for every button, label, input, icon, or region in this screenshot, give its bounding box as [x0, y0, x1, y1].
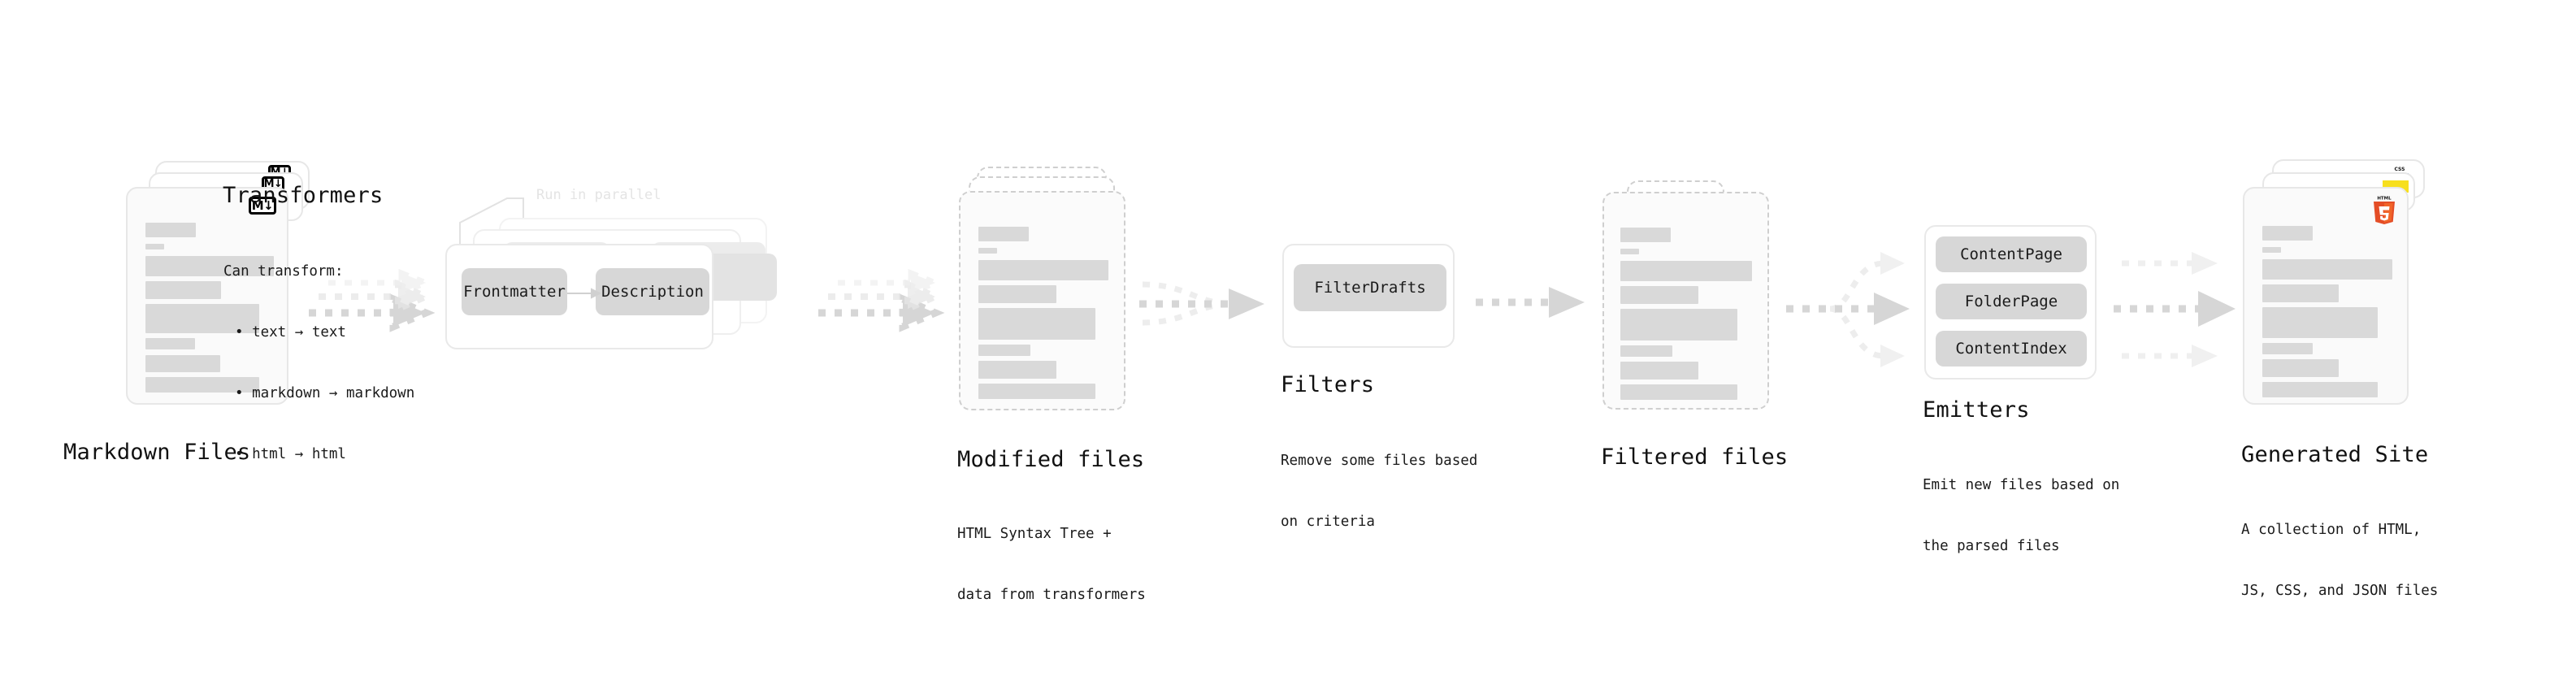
doc-bar — [978, 361, 1056, 379]
emitter-chip-folderpage-label: FolderPage — [1964, 293, 2058, 310]
doc-bar — [978, 308, 1095, 340]
stage-title-filters: Filters — [1281, 372, 1375, 397]
doc-bar — [2262, 343, 2313, 354]
doc-bar — [1620, 286, 1698, 304]
parallel-annotation-label: Run in parallel — [536, 187, 661, 203]
transform-rule-2: • html → html — [235, 446, 346, 462]
doc-bar — [978, 384, 1095, 399]
doc-bar — [2262, 247, 2281, 253]
filters-subtitle-line-1: on criteria — [1281, 514, 1375, 530]
arrow-filters-to-filtered — [1476, 287, 1585, 318]
emitter-chip-contentindex[interactable]: ContentIndex — [1936, 331, 2087, 367]
doc-bar — [978, 345, 1030, 356]
stage-title-modified-files: Modified files — [957, 447, 1145, 472]
stage-subtitle-transformers: Can transform: • text → text • markdown … — [223, 221, 414, 505]
doc-bar — [978, 285, 1056, 303]
stage-title-transformers: Transformers — [223, 183, 384, 208]
stage-subtitle-filters: Remove some files based on criteria — [1281, 410, 1477, 573]
stage-markdown-files: M↓ M↓ M↓ Markdown Files — [63, 161, 313, 465]
filter-chip-filterdrafts-label: FilterDrafts — [1314, 279, 1426, 297]
doc-bar — [978, 260, 1108, 280]
arrow-filtered-to-emitters — [1786, 252, 1910, 367]
emitters-subtitle-line-0: Emit new files based on — [1923, 477, 2120, 493]
doc-bar — [2262, 259, 2392, 280]
parallel-callout-bracket — [459, 197, 524, 247]
doc-bar — [1620, 362, 1698, 380]
doc-bar — [2262, 307, 2378, 338]
doc-bar — [978, 227, 1029, 241]
html5-badge-icon: HTML — [2374, 197, 2395, 224]
transformer-chip-description[interactable]: Description — [596, 268, 709, 315]
stage-title-markdown-files: Markdown Files — [63, 440, 251, 465]
doc-bar — [1620, 309, 1737, 340]
stage-title-generated-site: Generated Site — [2241, 442, 2429, 467]
doc-bar — [1620, 261, 1752, 281]
arrow-markdown-to-transformers — [309, 268, 436, 332]
arrow-transformers-to-modified — [818, 268, 945, 332]
filtered-file-front — [1602, 192, 1769, 410]
modified-file-stack — [959, 167, 1146, 443]
generated-file-front: HTML — [2243, 187, 2409, 405]
stage-subtitle-generated-site: A collection of HTML, JS, CSS, and JSON … — [2241, 479, 2438, 642]
transformer-chip-frontmatter-label: Frontmatter — [463, 283, 566, 301]
filter-chip-filterdrafts[interactable]: FilterDrafts — [1294, 264, 1446, 311]
transformer-chip-description-label: Description — [601, 283, 704, 301]
doc-bar — [2262, 359, 2339, 377]
modified-file-front — [959, 191, 1125, 410]
transformer-chip-frontmatter[interactable]: Frontmatter — [462, 268, 567, 315]
emitters-subtitle-line-1: the parsed files — [1923, 538, 2060, 554]
stage-subtitle-emitters: Emit new files based on the parsed files — [1923, 435, 2119, 597]
emitter-chip-contentindex-label: ContentIndex — [1955, 340, 2067, 358]
doc-bar — [145, 281, 221, 299]
transform-rule-1: • markdown → markdown — [235, 385, 415, 401]
generated-subtitle-line-1: JS, CSS, and JSON files — [2241, 583, 2439, 599]
doc-bar — [145, 223, 196, 237]
markdown-file-front: M↓ — [126, 187, 288, 405]
generated-file-stack: CSS HTML — [2243, 159, 2430, 436]
markdown-badge-icon: M↓ — [249, 197, 276, 215]
doc-bar — [978, 248, 997, 254]
doc-bar — [145, 244, 164, 249]
doc-bar — [145, 355, 220, 372]
transformer-inner-arrow — [567, 288, 602, 299]
filters-subtitle-line-0: Remove some files based — [1281, 453, 1478, 469]
arrow-modified-to-filters — [1139, 281, 1264, 326]
emitter-chip-folderpage[interactable]: FolderPage — [1936, 284, 2087, 319]
transform-rule-0: • text → text — [235, 324, 346, 340]
css-badge-label: CSS — [2394, 167, 2405, 172]
modified-subtitle-line-1: data from transformers — [957, 587, 1146, 603]
doc-bar — [145, 377, 259, 393]
stage-generated-site: CSS HTML Gen — [2241, 159, 2438, 599]
markdown-file-stack: M↓ M↓ M↓ — [126, 161, 313, 437]
doc-bar — [145, 256, 274, 276]
doc-bar — [1620, 228, 1671, 242]
doc-bar — [1620, 384, 1737, 400]
doc-bar — [2262, 382, 2378, 397]
filtered-file-stack — [1602, 180, 1789, 457]
doc-bar — [1620, 249, 1639, 254]
stage-modified-files: Modified files HTML Syntax Tree + data f… — [957, 167, 1146, 603]
emitter-chip-contentpage-label: ContentPage — [1960, 245, 2062, 263]
stage-filtered-files: Filtered files — [1601, 180, 1789, 470]
generated-subtitle-line-0: A collection of HTML, — [2241, 522, 2422, 538]
stage-title-emitters: Emitters — [1923, 397, 2030, 423]
svg-text:HTML: HTML — [2377, 197, 2392, 202]
modified-subtitle-line-0: HTML Syntax Tree + — [957, 526, 1112, 542]
doc-bar — [2262, 226, 2313, 241]
transform-heading: Can transform: — [223, 263, 344, 280]
doc-bar — [1620, 345, 1672, 357]
doc-bar — [145, 304, 259, 333]
stage-subtitle-modified-files: HTML Syntax Tree + data from transformer… — [957, 484, 1146, 646]
doc-bar — [145, 338, 195, 349]
stage-title-filtered-files: Filtered files — [1601, 445, 1789, 470]
doc-bar — [2262, 284, 2339, 302]
arrow-emitters-to-generated — [2114, 252, 2236, 367]
emitter-chip-contentpage[interactable]: ContentPage — [1936, 236, 2087, 272]
